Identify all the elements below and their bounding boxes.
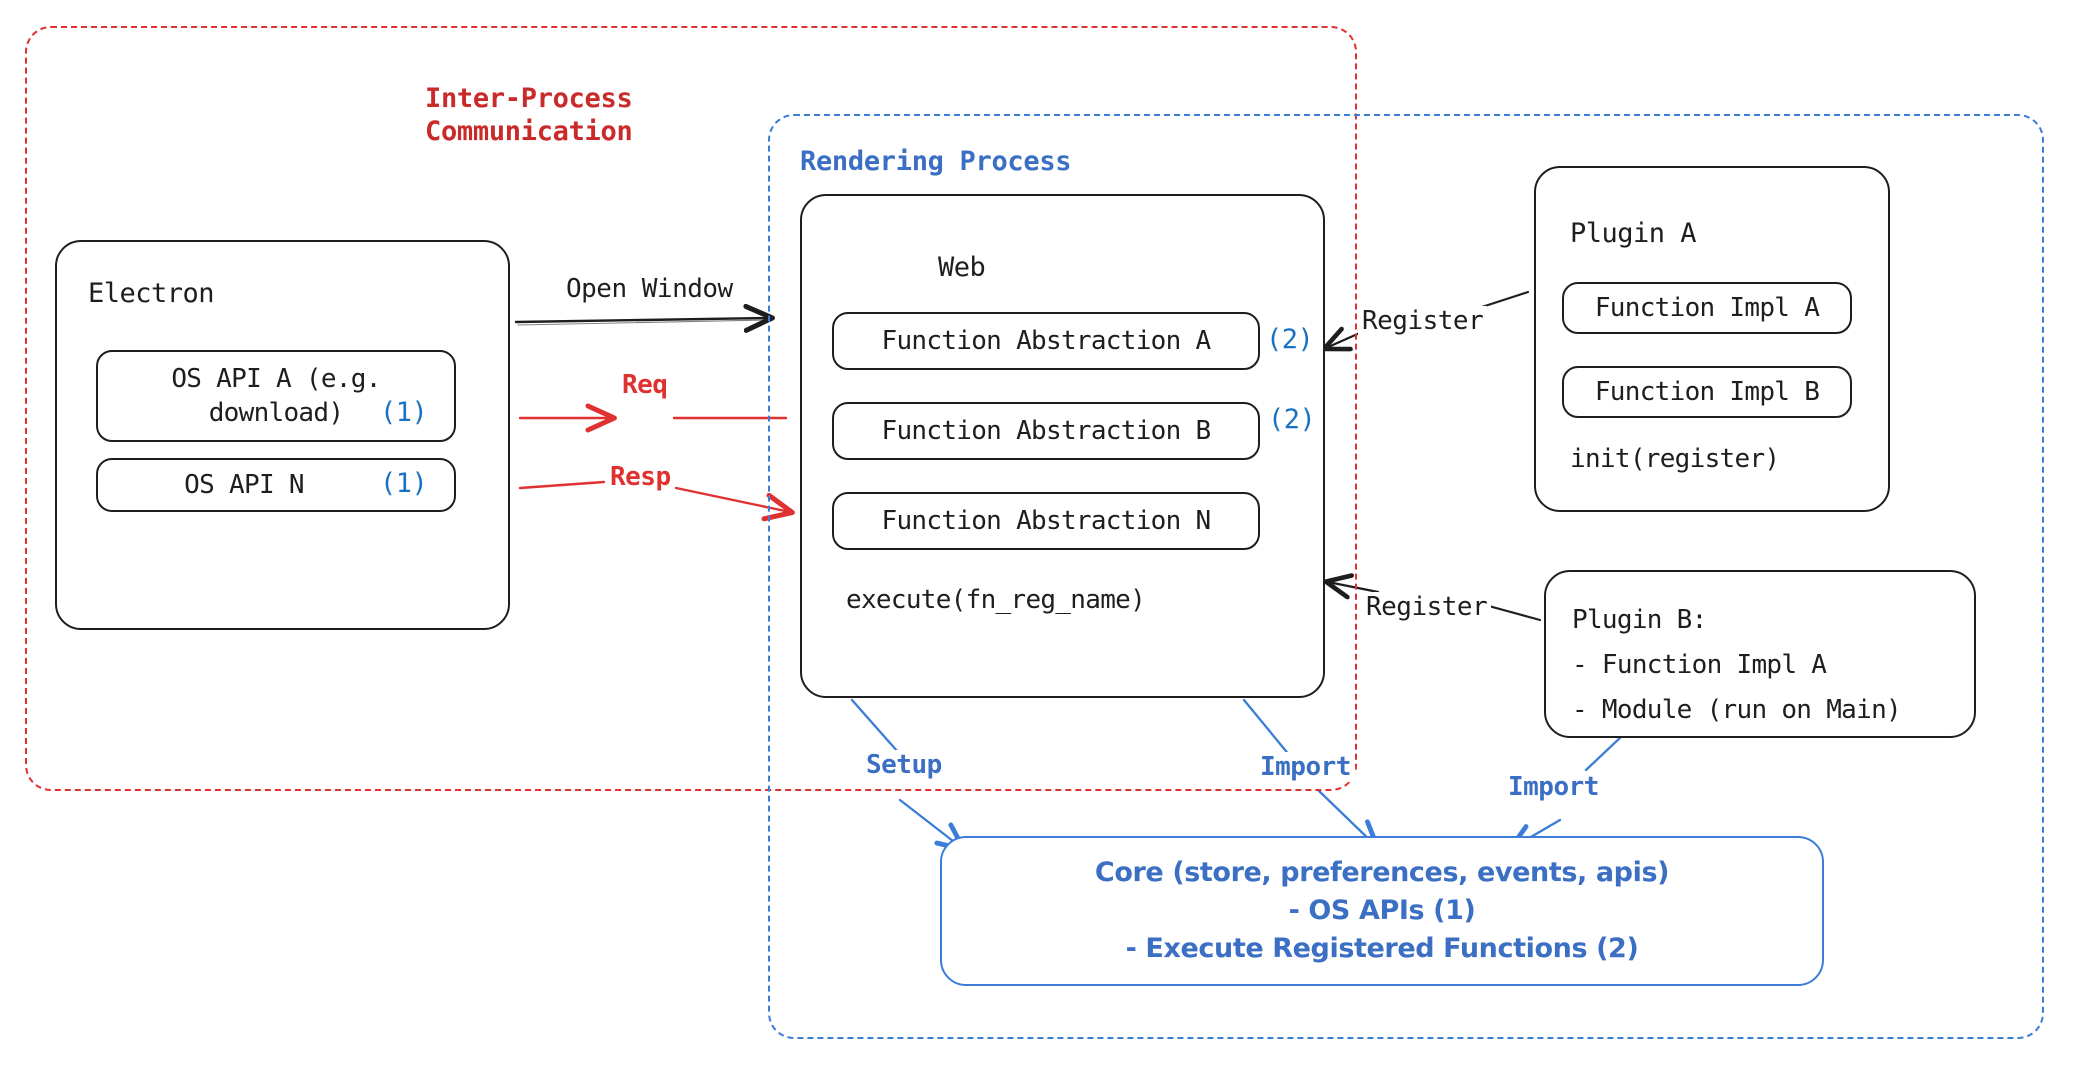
plugin-b-label: Plugin B: - Function Impl A - Module (ru…: [1572, 605, 1902, 725]
plugin-a-function-impl-b-label: Function Impl B: [1594, 377, 1820, 407]
edge-label-register-plugin-a: Register: [1358, 306, 1488, 336]
core-box: Core (store, preferences, events, apis) …: [940, 836, 1824, 986]
plugin-b-box: [1544, 570, 1976, 738]
function-abstraction-n-label: Function Abstraction N: [881, 506, 1212, 536]
function-abstraction-a-box[interactable]: Function Abstraction A: [832, 312, 1260, 370]
edge-label-req: Req: [618, 370, 672, 400]
group-rendering-process: [768, 114, 2044, 1039]
web-execute-label: execute(fn_reg_name): [846, 585, 1146, 615]
plugin-a-function-impl-a-label: Function Impl A: [1594, 293, 1820, 323]
os-api-n-label: OS API N: [184, 470, 304, 500]
os-api-a-label: OS API A (e.g. download): [171, 364, 381, 428]
plugin-a-init-label: init(register): [1570, 444, 1780, 474]
edge-label-open-window: Open Window: [562, 274, 737, 304]
edge-label-resp: Resp: [606, 462, 675, 492]
group-label-rendering-process: Rendering Process: [800, 146, 1072, 177]
edge-label-import-web: Import: [1256, 752, 1355, 782]
plugin-a-box: [1534, 166, 1890, 512]
web-title: Web: [938, 252, 986, 283]
group-inter-process-communication: [25, 26, 1357, 791]
os-api-n-box[interactable]: OS API N: [96, 458, 456, 512]
function-abstraction-n-box[interactable]: Function Abstraction N: [832, 492, 1260, 550]
edge-label-import-plugin: Import: [1504, 772, 1603, 802]
function-abstraction-a-marker: (2): [1266, 324, 1314, 355]
function-abstraction-b-label: Function Abstraction B: [881, 416, 1212, 446]
plugin-a-function-impl-b-box[interactable]: Function Impl B: [1562, 366, 1852, 418]
os-api-a-box[interactable]: OS API A (e.g. download): [96, 350, 456, 442]
plugin-a-title: Plugin A: [1570, 218, 1697, 249]
edge-label-register-plugin-b: Register: [1362, 592, 1492, 622]
function-abstraction-a-label: Function Abstraction A: [881, 326, 1212, 356]
os-api-n-marker: (1): [380, 468, 428, 499]
edge-label-setup: Setup: [862, 750, 946, 780]
function-abstraction-b-marker: (2): [1268, 404, 1316, 435]
os-api-a-marker: (1): [380, 397, 428, 428]
electron-title: Electron: [88, 278, 215, 309]
core-label: Core (store, preferences, events, apis) …: [1094, 857, 1670, 964]
function-abstraction-b-box[interactable]: Function Abstraction B: [832, 402, 1260, 460]
group-label-ipc: Inter-Process Communication: [425, 83, 633, 147]
plugin-a-function-impl-a-box[interactable]: Function Impl A: [1562, 282, 1852, 334]
